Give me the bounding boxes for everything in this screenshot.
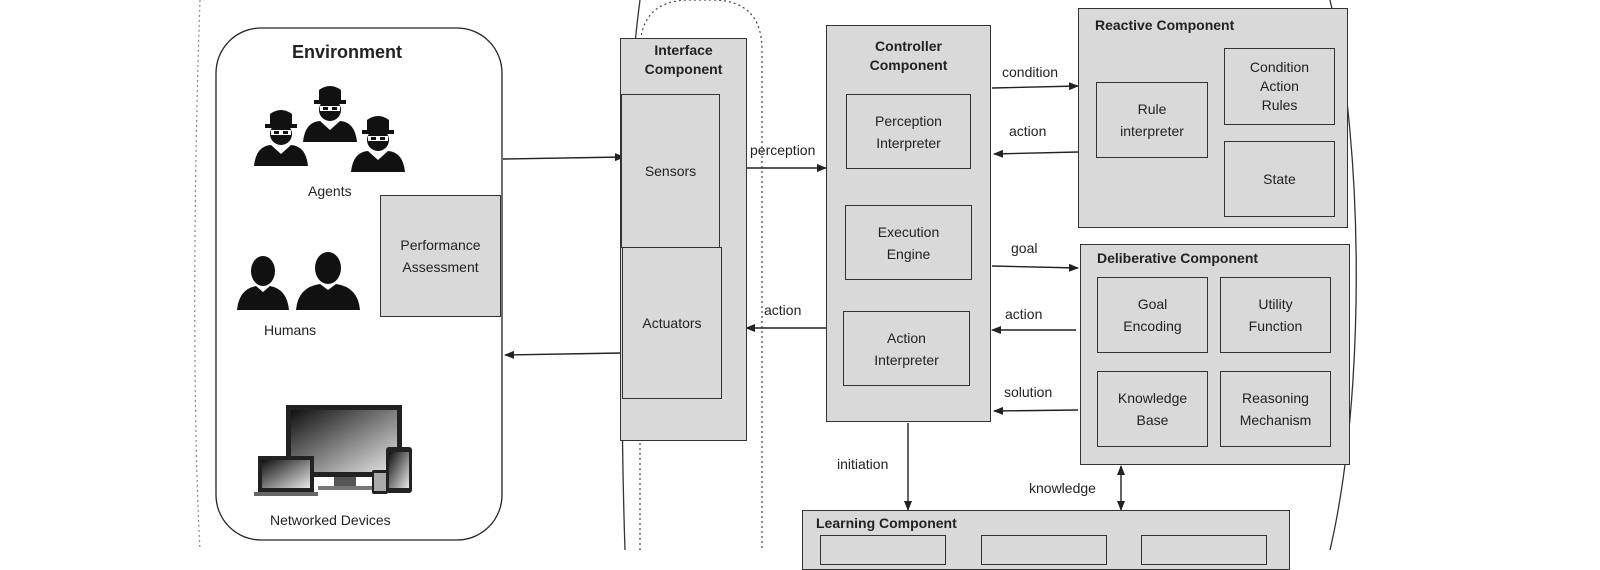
agents-label: Agents (308, 183, 352, 199)
performance-assessment-box: Performance Assessment (380, 195, 501, 317)
utility-function-box: Utility Function (1220, 277, 1331, 353)
devices-label: Networked Devices (270, 512, 391, 528)
knowledge-base-box: Knowledge Base (1097, 371, 1208, 447)
initiation-label: initiation (837, 456, 889, 472)
action-from-reactive-arrow (993, 149, 1079, 158)
learning-subbox-1 (820, 535, 946, 565)
reactive-component-title: Reactive Component (1095, 17, 1235, 33)
action-to-actuators-label: action (764, 302, 802, 318)
humans-icon (237, 252, 360, 310)
perception-interpreter-box: Perception Interpreter (846, 94, 971, 169)
diagram-lines (194, 0, 1357, 550)
controller-component-title: Controller Component (869, 38, 948, 73)
action-interpreter-box: Action Interpreter (843, 311, 970, 386)
goal-arrow (991, 263, 1079, 272)
reasoning-mechanism-box: Reasoning Mechanism (1220, 371, 1331, 447)
condition-label: condition (1002, 64, 1059, 80)
devices-icon (254, 405, 412, 496)
goal-encoding-box: Goal Encoding (1097, 277, 1208, 353)
actuators-to-env-arrow (504, 350, 623, 359)
interface-component-title: Interface Component (644, 42, 723, 77)
knowledge-label: knowledge (1029, 480, 1096, 496)
humans-label: Humans (264, 322, 317, 338)
goal-label: goal (1011, 240, 1038, 256)
execution-engine-box: Execution Engine (845, 205, 972, 280)
learning-subbox-2 (981, 535, 1107, 565)
environment-title: Environment (292, 42, 403, 62)
interface-container (639, 0, 763, 550)
rule-interpreter-box: Rule interpreter (1096, 82, 1208, 158)
action-from-deliberative-label: action (1005, 306, 1043, 322)
condition-arrow (991, 82, 1079, 91)
sensors-box: Sensors (621, 94, 720, 248)
action-from-reactive-label: action (1009, 123, 1047, 139)
solution-label: solution (1004, 384, 1053, 400)
solution-arrow (993, 406, 1079, 415)
actuators-box: Actuators (622, 247, 722, 399)
state-box: State (1224, 141, 1335, 217)
learning-component-title: Learning Component (816, 515, 957, 531)
condition-action-rules-box: Condition Action Rules (1224, 48, 1335, 125)
deliberative-component-title: Deliberative Component (1097, 250, 1259, 266)
agents-icon (254, 86, 405, 172)
outer-dotted-boundary (194, 0, 201, 550)
architecture-diagram: Environment Agents Humans Networked Devi… (194, 0, 1357, 570)
env-to-sensors-arrow (502, 153, 625, 162)
perception-label: perception (750, 142, 816, 158)
learning-subbox-3 (1141, 535, 1267, 565)
